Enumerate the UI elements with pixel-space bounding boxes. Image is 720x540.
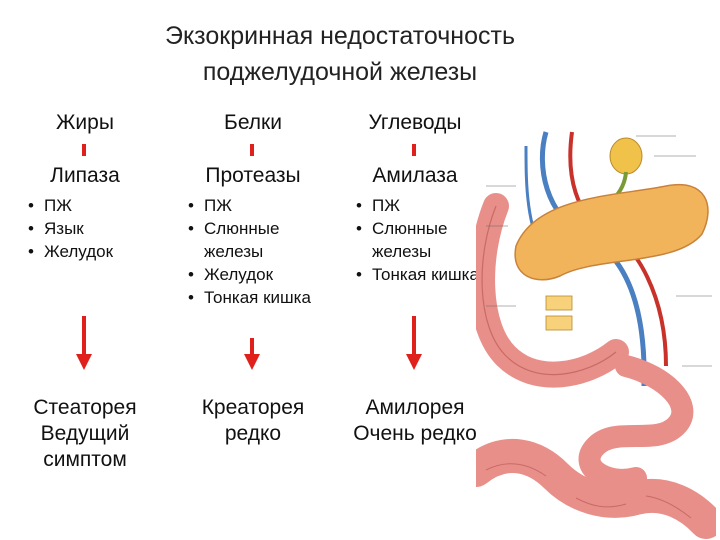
result-note: симптом [43,448,127,471]
source-item: ПЖ [28,194,168,217]
enzyme-label: Амилаза [372,164,458,187]
nutrient-label: Жиры [56,111,114,134]
result-block: Креаторея редко [168,395,338,447]
nutrient-label: Углеводы [368,111,462,134]
source-item: ПЖ [356,194,496,217]
connector-fats [82,144,86,156]
source-item: Слюнные железы [188,217,328,263]
enzyme-label: Липаза [50,164,120,187]
title-line-2: поджелудочной железы [202,58,478,86]
result-title: Амилорея [365,396,465,419]
result-title: Стеаторея [33,396,137,419]
arrow-fats [76,316,92,370]
title-line-1: Экзокринная недостаточность [165,22,515,50]
result-block: Амилорея Очень редко [330,395,500,447]
source-list: ПЖ Язык Желудок [28,194,168,263]
connector-carbs [412,144,416,156]
result-note: Ведущий [40,422,130,445]
source-list: ПЖ Слюнные железы Желудок Тонкая кишка [188,194,328,309]
nutrient-label: Белки [224,111,282,134]
arrow-proteins [244,338,260,370]
column-proteins: Белки Протеазы ПЖ Слюнные железы Желудок… [168,0,338,540]
result-title: Креаторея [201,396,305,419]
arrow-carbs [406,316,422,370]
column-carbohydrates: Углеводы Амилаза ПЖ Слюнные железы Тонка… [330,0,500,540]
source-list: ПЖ Слюнные железы Тонкая кишка [356,194,496,286]
connector-proteins [250,144,254,156]
source-item: Слюнные железы [356,217,496,263]
source-item: ПЖ [188,194,328,217]
result-note: редко [224,422,282,445]
source-item: Тонкая кишка [188,286,328,309]
source-item: Тонкая кишка [356,263,496,286]
enzyme-label: Протеазы [205,164,301,187]
source-item: Желудок [188,263,328,286]
source-item: Желудок [28,240,168,263]
page-title: Экзокринная недостаточность поджелудочно… [100,18,580,90]
result-block: Стеаторея Ведущий симптом [0,395,170,473]
digestive-system-anatomy-icon [476,131,716,539]
result-note: Очень редко [353,422,477,445]
column-fats: Жиры Липаза ПЖ Язык Желудок Стеаторея Ве… [0,0,170,540]
source-item: Язык [28,217,168,240]
